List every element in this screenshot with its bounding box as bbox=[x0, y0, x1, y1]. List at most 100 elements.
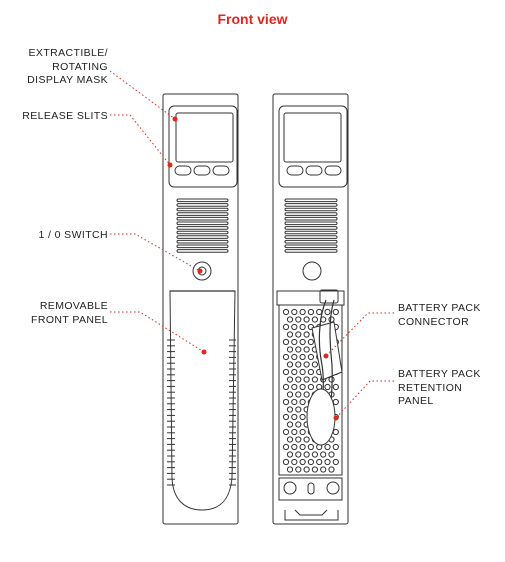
vent-slot bbox=[176, 226, 229, 230]
dot-release-slits bbox=[167, 162, 173, 168]
panel-hole bbox=[307, 323, 314, 331]
panel-hole bbox=[316, 308, 323, 316]
panel-hole bbox=[299, 323, 306, 331]
panel-hole bbox=[291, 398, 298, 406]
panel-hole bbox=[286, 376, 294, 383]
bottom-screw-right bbox=[326, 481, 340, 495]
panel-hole bbox=[295, 391, 302, 398]
callout-dots bbox=[167, 116, 339, 421]
label-battery-retention: BATTERY PACK RETENTION PANEL bbox=[398, 368, 498, 409]
panel-hole bbox=[299, 398, 306, 406]
ups-front-closed bbox=[162, 93, 239, 525]
vent-slot bbox=[176, 239, 229, 244]
panel-hole bbox=[295, 316, 302, 323]
panel-hole bbox=[282, 368, 290, 376]
label-front-panel-line1: REMOVABLE bbox=[39, 300, 108, 312]
panel-hole bbox=[295, 376, 302, 383]
panel-hole bbox=[291, 368, 298, 376]
bottom-bracket bbox=[278, 477, 343, 501]
panel-hole bbox=[307, 458, 314, 466]
vent-slot bbox=[176, 244, 229, 249]
panel-hole bbox=[324, 383, 331, 391]
label-battery-connector: BATTERY PACK CONNECTOR bbox=[398, 302, 498, 329]
vent-slot bbox=[176, 235, 229, 239]
panel-hole bbox=[282, 413, 290, 421]
panel-hole bbox=[307, 308, 314, 316]
panel-hole bbox=[286, 331, 294, 338]
vent-slot bbox=[176, 216, 229, 221]
power-switch bbox=[192, 261, 212, 281]
panel-hole bbox=[291, 443, 298, 451]
panel-hole bbox=[332, 443, 339, 451]
bottom-latch bbox=[307, 482, 315, 495]
panel-hole bbox=[286, 316, 294, 323]
panel-hole bbox=[282, 308, 290, 316]
removable-front-panel bbox=[169, 290, 236, 511]
panel-hole bbox=[282, 353, 290, 361]
panel-hole bbox=[299, 338, 306, 346]
left-upper-vent bbox=[176, 198, 229, 253]
panel-hole bbox=[320, 466, 327, 473]
panel-hole bbox=[303, 361, 310, 368]
panel-hole bbox=[311, 466, 318, 473]
label-front-panel-line2: FRONT PANEL bbox=[31, 313, 108, 326]
panel-hole bbox=[324, 458, 331, 466]
panel-hole bbox=[299, 308, 306, 316]
panel-hole bbox=[286, 391, 294, 398]
label-battery-retention-line1: BATTERY PACK bbox=[398, 368, 481, 380]
panel-hole bbox=[311, 316, 318, 323]
vent-slot bbox=[284, 198, 338, 203]
panel-hole bbox=[307, 443, 314, 451]
panel-hole bbox=[295, 406, 302, 413]
left-chassis-outline bbox=[162, 93, 239, 525]
right-power-switch bbox=[302, 261, 322, 281]
panel-hole bbox=[295, 466, 302, 473]
right-upper-vent bbox=[284, 198, 338, 253]
panel-hole bbox=[295, 451, 302, 458]
panel-hole bbox=[299, 443, 306, 451]
left-release-slit-3 bbox=[212, 165, 230, 176]
label-display-mask-line2: ROTATING bbox=[52, 60, 108, 73]
panel-hole bbox=[307, 368, 314, 376]
panel-hole bbox=[286, 466, 294, 473]
panel-hole bbox=[303, 436, 310, 443]
label-switch: 1 / 0 SWITCH bbox=[38, 229, 108, 241]
panel-hole bbox=[282, 323, 290, 331]
panel-hole bbox=[282, 458, 290, 466]
vent-slot bbox=[176, 221, 229, 226]
left-side-grille bbox=[167, 339, 236, 486]
label-battery-retention-line2: RETENTION bbox=[398, 381, 463, 394]
vent-slot bbox=[284, 207, 338, 212]
panel-hole bbox=[311, 376, 318, 383]
vent-slot bbox=[176, 198, 229, 203]
panel-hole bbox=[303, 466, 310, 473]
leader-switch bbox=[110, 233, 201, 272]
battery-connector bbox=[319, 289, 339, 304]
panel-hole bbox=[282, 383, 290, 391]
vent-slot bbox=[176, 249, 229, 253]
panel-hole bbox=[295, 421, 302, 428]
right-chassis-outline bbox=[272, 93, 349, 525]
vent-slot bbox=[284, 244, 338, 249]
panel-hole bbox=[291, 353, 298, 361]
panel-hole bbox=[303, 346, 310, 353]
battery-retention-panel bbox=[278, 304, 343, 476]
panel-hole bbox=[295, 331, 302, 338]
vent-slot bbox=[284, 216, 338, 221]
right-display-mask bbox=[278, 105, 348, 188]
bottom-screw-left bbox=[283, 481, 297, 495]
dot-switch bbox=[197, 268, 203, 274]
panel-hole bbox=[286, 421, 294, 428]
panel-hole bbox=[286, 406, 294, 413]
panel-hole bbox=[332, 428, 339, 436]
panel-hole bbox=[303, 391, 310, 398]
panel-hole bbox=[303, 376, 310, 383]
vent-slot bbox=[284, 226, 338, 230]
dot-front-panel bbox=[201, 349, 207, 355]
panel-hole bbox=[291, 428, 298, 436]
label-battery-connector-line1: BATTERY PACK bbox=[398, 302, 481, 314]
panel-hole bbox=[328, 451, 335, 458]
panel-hole bbox=[291, 383, 298, 391]
panel-hole bbox=[291, 308, 298, 316]
